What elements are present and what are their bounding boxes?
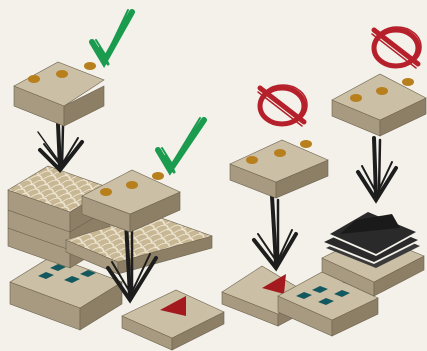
down-arrow-icon xyxy=(358,138,396,200)
dot-icon xyxy=(246,156,258,164)
dot-icon xyxy=(402,78,414,86)
down-arrow-icon xyxy=(254,196,296,268)
dot-icon xyxy=(300,140,312,148)
check-mark-icon xyxy=(92,10,132,64)
prohibition-icon xyxy=(372,27,421,68)
dot-icon xyxy=(56,70,68,78)
dot-icon xyxy=(152,172,164,180)
check-mark-icon xyxy=(158,118,204,172)
three-dots-tile-right xyxy=(332,74,426,136)
dot-icon xyxy=(350,94,362,102)
dot-icon xyxy=(100,188,112,196)
three-dots-tile-middle-right xyxy=(230,140,328,198)
dot-icon xyxy=(274,149,286,157)
dot-icon xyxy=(28,75,40,83)
dot-icon xyxy=(126,181,138,189)
dot-icon xyxy=(376,87,388,95)
three-dots-tile-left xyxy=(14,62,104,126)
red-triangle-block-middle xyxy=(122,290,224,350)
prohibition-icon xyxy=(258,85,307,126)
dot-icon xyxy=(84,62,96,70)
down-arrow-icon xyxy=(38,124,82,170)
